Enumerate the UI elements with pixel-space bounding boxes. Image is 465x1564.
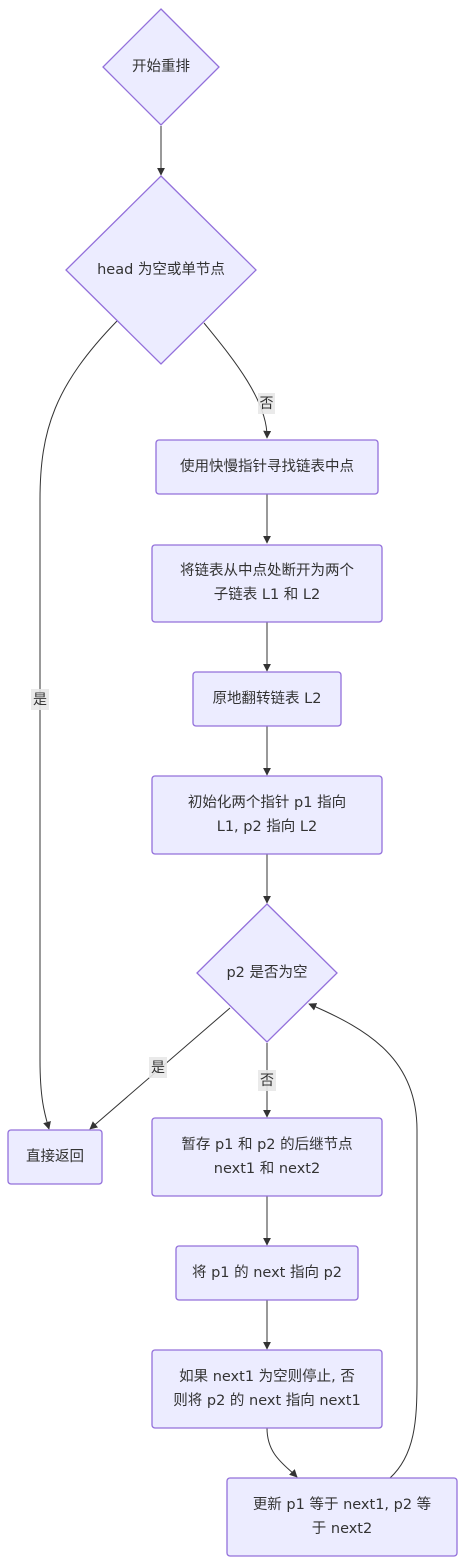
node-return[interactable]: 直接返回 [7,1129,103,1185]
edge-check-head-yes [39,320,118,1130]
svg-text:则将 p2 的 next 指向 next1: 则将 p2 的 next 指向 next1 [173,1392,360,1409]
node-stop-check[interactable]: 如果 next1 为空则停止, 否 则将 p2 的 next 指向 next1 [151,1349,383,1429]
node-check-head[interactable]: head 为空或单节点 [65,175,257,365]
edge-label-p2-no: 否 [258,1070,276,1091]
node-save-next[interactable]: 暂存 p1 和 p2 的后继节点 next1 和 next2 [151,1117,383,1197]
svg-text:将 p1 的 next 指向 p2: 将 p1 的 next 指向 p2 [192,1264,342,1281]
svg-text:否: 否 [260,396,274,412]
svg-text:开始重排: 开始重排 [132,58,190,75]
svg-text:next1 和 next2: next1 和 next2 [214,1160,320,1177]
svg-text:暂存 p1 和 p2 的后继节点: 暂存 p1 和 p2 的后继节点 [181,1136,352,1153]
node-reverse[interactable]: 原地翻转链表 L2 [192,671,342,727]
node-link[interactable]: 将 p1 的 next 指向 p2 [175,1245,359,1301]
edge-stop-check-to-update [266,1427,298,1478]
svg-text:L1, p2 指向 L2: L1, p2 指向 L2 [217,818,317,835]
svg-text:原地翻转链表 L2: 原地翻转链表 L2 [213,690,322,707]
svg-text:使用快慢指针寻找链表中点: 使用快慢指针寻找链表中点 [180,458,354,475]
edge-label-p2-yes: 是 [149,1057,167,1078]
svg-text:初始化两个指针 p1 指向: 初始化两个指针 p1 指向 [188,794,346,811]
svg-text:是: 是 [151,1060,165,1076]
edge-label-head-no: 否 [258,393,275,414]
edge-update-loop-to-check-p2 [308,1003,418,1479]
nodes: 开始重排 head 为空或单节点 使用快慢指针寻找链表中点 将链表从中点处断开为… [7,8,458,1557]
node-init[interactable]: 初始化两个指针 p1 指向 L1, p2 指向 L2 [151,775,383,855]
svg-text:子链表 L1 和 L2: 子链表 L1 和 L2 [214,586,320,603]
svg-text:更新 p1 等于 next1, p2 等: 更新 p1 等于 next1, p2 等 [253,1495,431,1513]
svg-text:如果 next1 为空则停止, 否: 如果 next1 为空则停止, 否 [179,1368,355,1385]
node-find-mid[interactable]: 使用快慢指针寻找链表中点 [155,439,379,495]
svg-text:于 next2: 于 next2 [312,1521,372,1537]
svg-text:直接返回: 直接返回 [26,1148,84,1165]
svg-text:否: 否 [260,1073,274,1089]
edges [39,126,418,1479]
svg-text:是: 是 [33,692,47,708]
svg-text:p2 是否为空: p2 是否为空 [226,964,307,981]
node-update[interactable]: 更新 p1 等于 next1, p2 等 于 next2 [226,1477,458,1557]
svg-text:head 为空或单节点: head 为空或单节点 [97,261,225,278]
node-check-p2[interactable]: p2 是否为空 [196,903,338,1043]
svg-text:将链表从中点处断开为两个: 将链表从中点处断开为两个 [180,562,354,579]
edge-label-head-yes: 是 [31,689,49,710]
edge-check-head-no [203,322,272,439]
node-split[interactable]: 将链表从中点处断开为两个 子链表 L1 和 L2 [151,544,383,623]
node-start[interactable]: 开始重排 [102,8,220,126]
edge-labels: 否 是 是 否 [31,393,276,1091]
